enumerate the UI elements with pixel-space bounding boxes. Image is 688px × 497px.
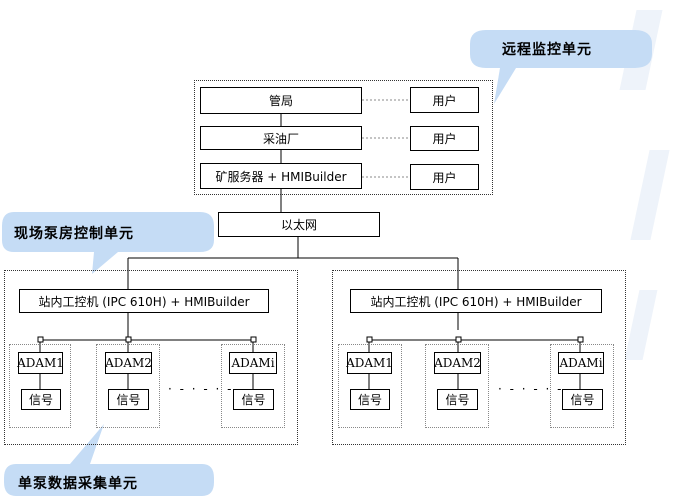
- level-bureau-box: 管局: [200, 87, 362, 114]
- signal-box: 信号: [233, 389, 274, 410]
- signal-box: 信号: [108, 389, 149, 410]
- adam-module-group: [96, 344, 160, 428]
- callout-pumphouse-shape: [2, 212, 214, 274]
- callout-pumphouse-label: 现场泵房控制单元: [14, 226, 134, 242]
- signal-box: 信号: [437, 389, 478, 410]
- ellipsis: · - · - · -: [168, 382, 234, 396]
- station-ipc-box-left: 站内工控机 (IPC 610H) + HMIBuilder: [19, 289, 269, 313]
- station-group-left: [4, 270, 298, 445]
- level-server-box: 矿服务器 + HMIBuilder: [200, 163, 362, 189]
- user-box: 用户: [410, 126, 479, 151]
- adam-module-box: ADAM2: [434, 352, 481, 374]
- adam-module-group: [221, 344, 285, 428]
- station-ipc-box-right: 站内工控机 (IPC 610H) + HMIBuilder: [350, 289, 602, 313]
- callout-remote-shape: [470, 30, 652, 104]
- adam-module-box: ADAM2: [105, 352, 152, 374]
- adam-module-box: ADAM1: [17, 352, 64, 374]
- signal-box: 信号: [350, 389, 390, 410]
- callout-remote-label: 远程监控单元: [502, 42, 592, 58]
- adam-module-box: ADAMi: [229, 352, 277, 374]
- callout-collection-label: 单泵数据采集单元: [18, 476, 138, 492]
- callout-collection-shape: [4, 424, 214, 496]
- user-box: 用户: [410, 87, 479, 113]
- user-box: 用户: [410, 164, 479, 190]
- adam-module-group: [9, 344, 71, 428]
- ellipsis: · - · - · -: [498, 382, 564, 396]
- adam-module-group: [550, 344, 614, 428]
- adam-module-box: ADAMi: [558, 352, 604, 374]
- adam-module-group: [425, 344, 489, 428]
- adam-module-box: ADAM1: [346, 352, 393, 374]
- remote-monitoring-group: [194, 80, 493, 195]
- station-group-right: [332, 270, 626, 445]
- signal-box: 信号: [562, 389, 603, 410]
- signal-box: 信号: [21, 389, 61, 410]
- ethernet-box: 以太网: [218, 212, 380, 237]
- level-plant-box: 采油厂: [200, 126, 362, 150]
- adam-module-group: [338, 344, 402, 428]
